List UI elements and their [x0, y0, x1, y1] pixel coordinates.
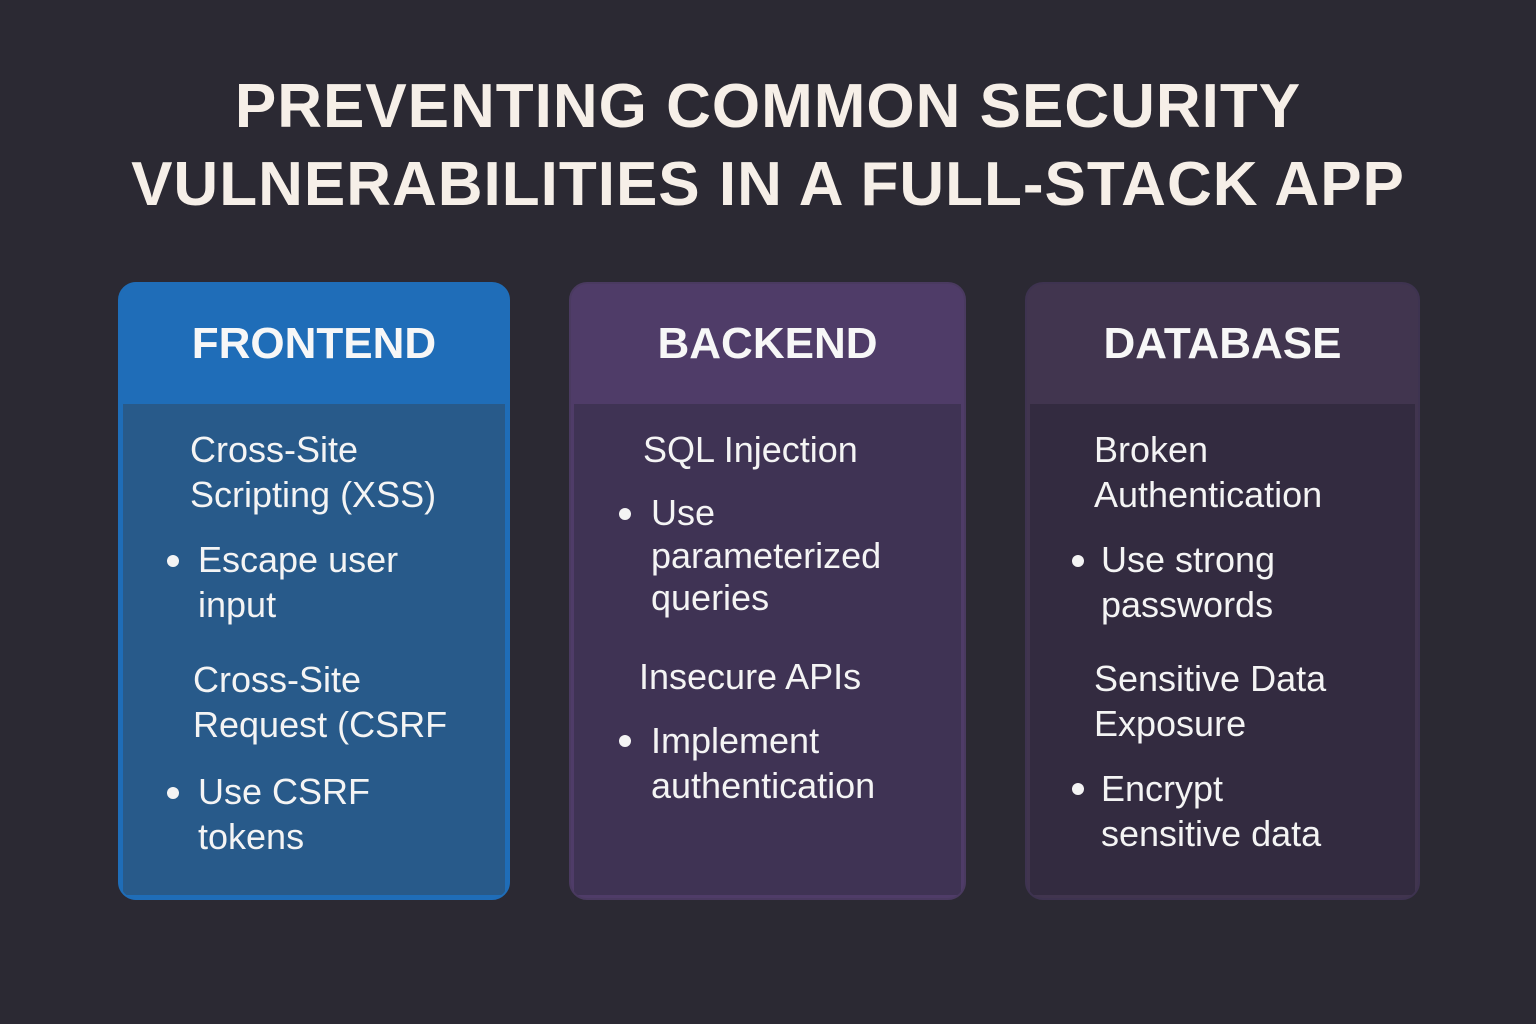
bullet-icon: [1072, 555, 1084, 567]
card-body: [123, 404, 505, 895]
vulnerability-title: SQL Injection: [643, 429, 858, 470]
bullet-icon: [619, 508, 631, 520]
bullet-icon: [1072, 783, 1084, 795]
database-card: DATABASE: [1025, 282, 1420, 900]
page-title: PREVENTING COMMON SECURITY VULNERABILITI…: [131, 72, 1405, 219]
bullet-icon: [167, 555, 179, 567]
card-body: [1030, 404, 1415, 895]
vulnerability-title: Insecure APIs: [639, 656, 862, 697]
card-body: [574, 404, 961, 895]
frontend-card: FRONTEND: [118, 282, 510, 900]
bullet-icon: [167, 787, 179, 799]
card-heading: FRONTEND: [191, 319, 437, 368]
backend-card: BACKEND: [569, 282, 966, 900]
card-heading: DATABASE: [1103, 319, 1342, 368]
card-heading: BACKEND: [657, 319, 878, 368]
bullet-icon: [619, 735, 631, 747]
